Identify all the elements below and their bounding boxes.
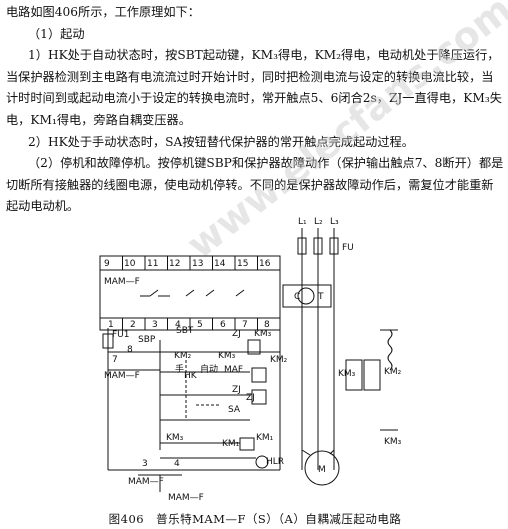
mamf-left-label: MAM—F [104,371,140,381]
paragraph-auto: 1）HK处于自动状态时，按SBT起动键，KM₃得电，KM₂得电，电动机处于降压运… [6,48,502,127]
km2-ctrl-label: KM₂ [174,351,192,361]
node-7: 7 [112,355,118,365]
maf-label: MAF [224,365,243,375]
terminal-1: 1 [108,320,114,330]
terminal-16: 16 [259,259,271,269]
hlr-label: HLR [266,457,284,467]
paragraph-manual: 2）HK处于手动状态时，SA按钮替代保护器的常开触点完成起动过程。 [28,134,414,149]
phase-l3: L₃ [330,217,339,227]
ct-c-label: C [294,292,300,302]
node-4: 4 [174,459,180,469]
node-8: 8 [127,345,133,355]
figure-caption: 图406 普乐特MAM—F（S）（A）自耦减压起动电路 [108,512,402,526]
terminal-2: 2 [130,320,136,330]
terminal-10: 10 [124,259,136,269]
km3-top-label: KM₃ [254,329,272,339]
terminal-13: 13 [192,259,203,269]
km1-contact-label: KM₁ [256,433,274,443]
body-text: 电路如图406所示，工作原理如下： （1）起动 1）HK处于自动状态时，按SBT… [6,2,504,218]
hk-label: HK [184,371,198,381]
km2-coil-label: KM₂ [270,355,288,365]
zj-mid-label: ZJ [232,385,241,395]
km1-coil-label: KM₁ [222,439,240,449]
phase-l1: L₁ [298,217,307,227]
km3-ctrl-label: KM₃ [218,351,236,361]
terminal-4: 4 [175,320,181,330]
terminal-12: 12 [169,259,180,269]
km3-low-label: KM₃ [166,433,184,443]
terminal-7: 7 [242,320,248,330]
terminal-5: 5 [197,320,203,330]
km3-main-label: KM₃ [338,369,356,379]
auto-label: 自动 [200,363,218,375]
ct-t-label: T [317,292,324,302]
phase-l2: L₂ [314,217,323,227]
zj-coil-label: ZJ [246,393,255,403]
km3-star-label: KM₃ [384,437,402,447]
module-label: MAM—F [104,277,140,287]
terminal-8: 8 [264,320,270,330]
terminal-9: 9 [104,259,110,269]
terminal-11: 11 [147,259,158,269]
fuse-label: FU [342,243,354,253]
heading-start: （1）起动 [28,26,85,41]
mamf-bottom-a: MAM—F [128,477,164,487]
paragraph-stop: （2）停机和故障停机。按停机键SBP和保护器故障动作（保护输出触点7、8断开）都… [6,156,504,214]
km2-main-label: KM₂ [384,367,402,377]
zj-top-label: ZJ [232,329,241,339]
sbt-label: SBT [176,326,194,336]
terminal-6: 6 [220,320,226,330]
fu1-label: FU1 [112,330,130,340]
terminal-3: 3 [152,320,158,330]
manual-label: 手 [175,363,184,375]
terminal-14: 14 [214,259,226,269]
intro-line: 电路如图406所示，工作原理如下： [6,5,200,19]
sbp-label: SBP [138,335,156,345]
node-3: 3 [142,459,148,469]
terminal-15: 15 [237,259,248,269]
motor-label: M [318,465,326,475]
sa-label: SA [228,405,241,415]
mamf-bottom-b: MAM—F [168,493,204,503]
